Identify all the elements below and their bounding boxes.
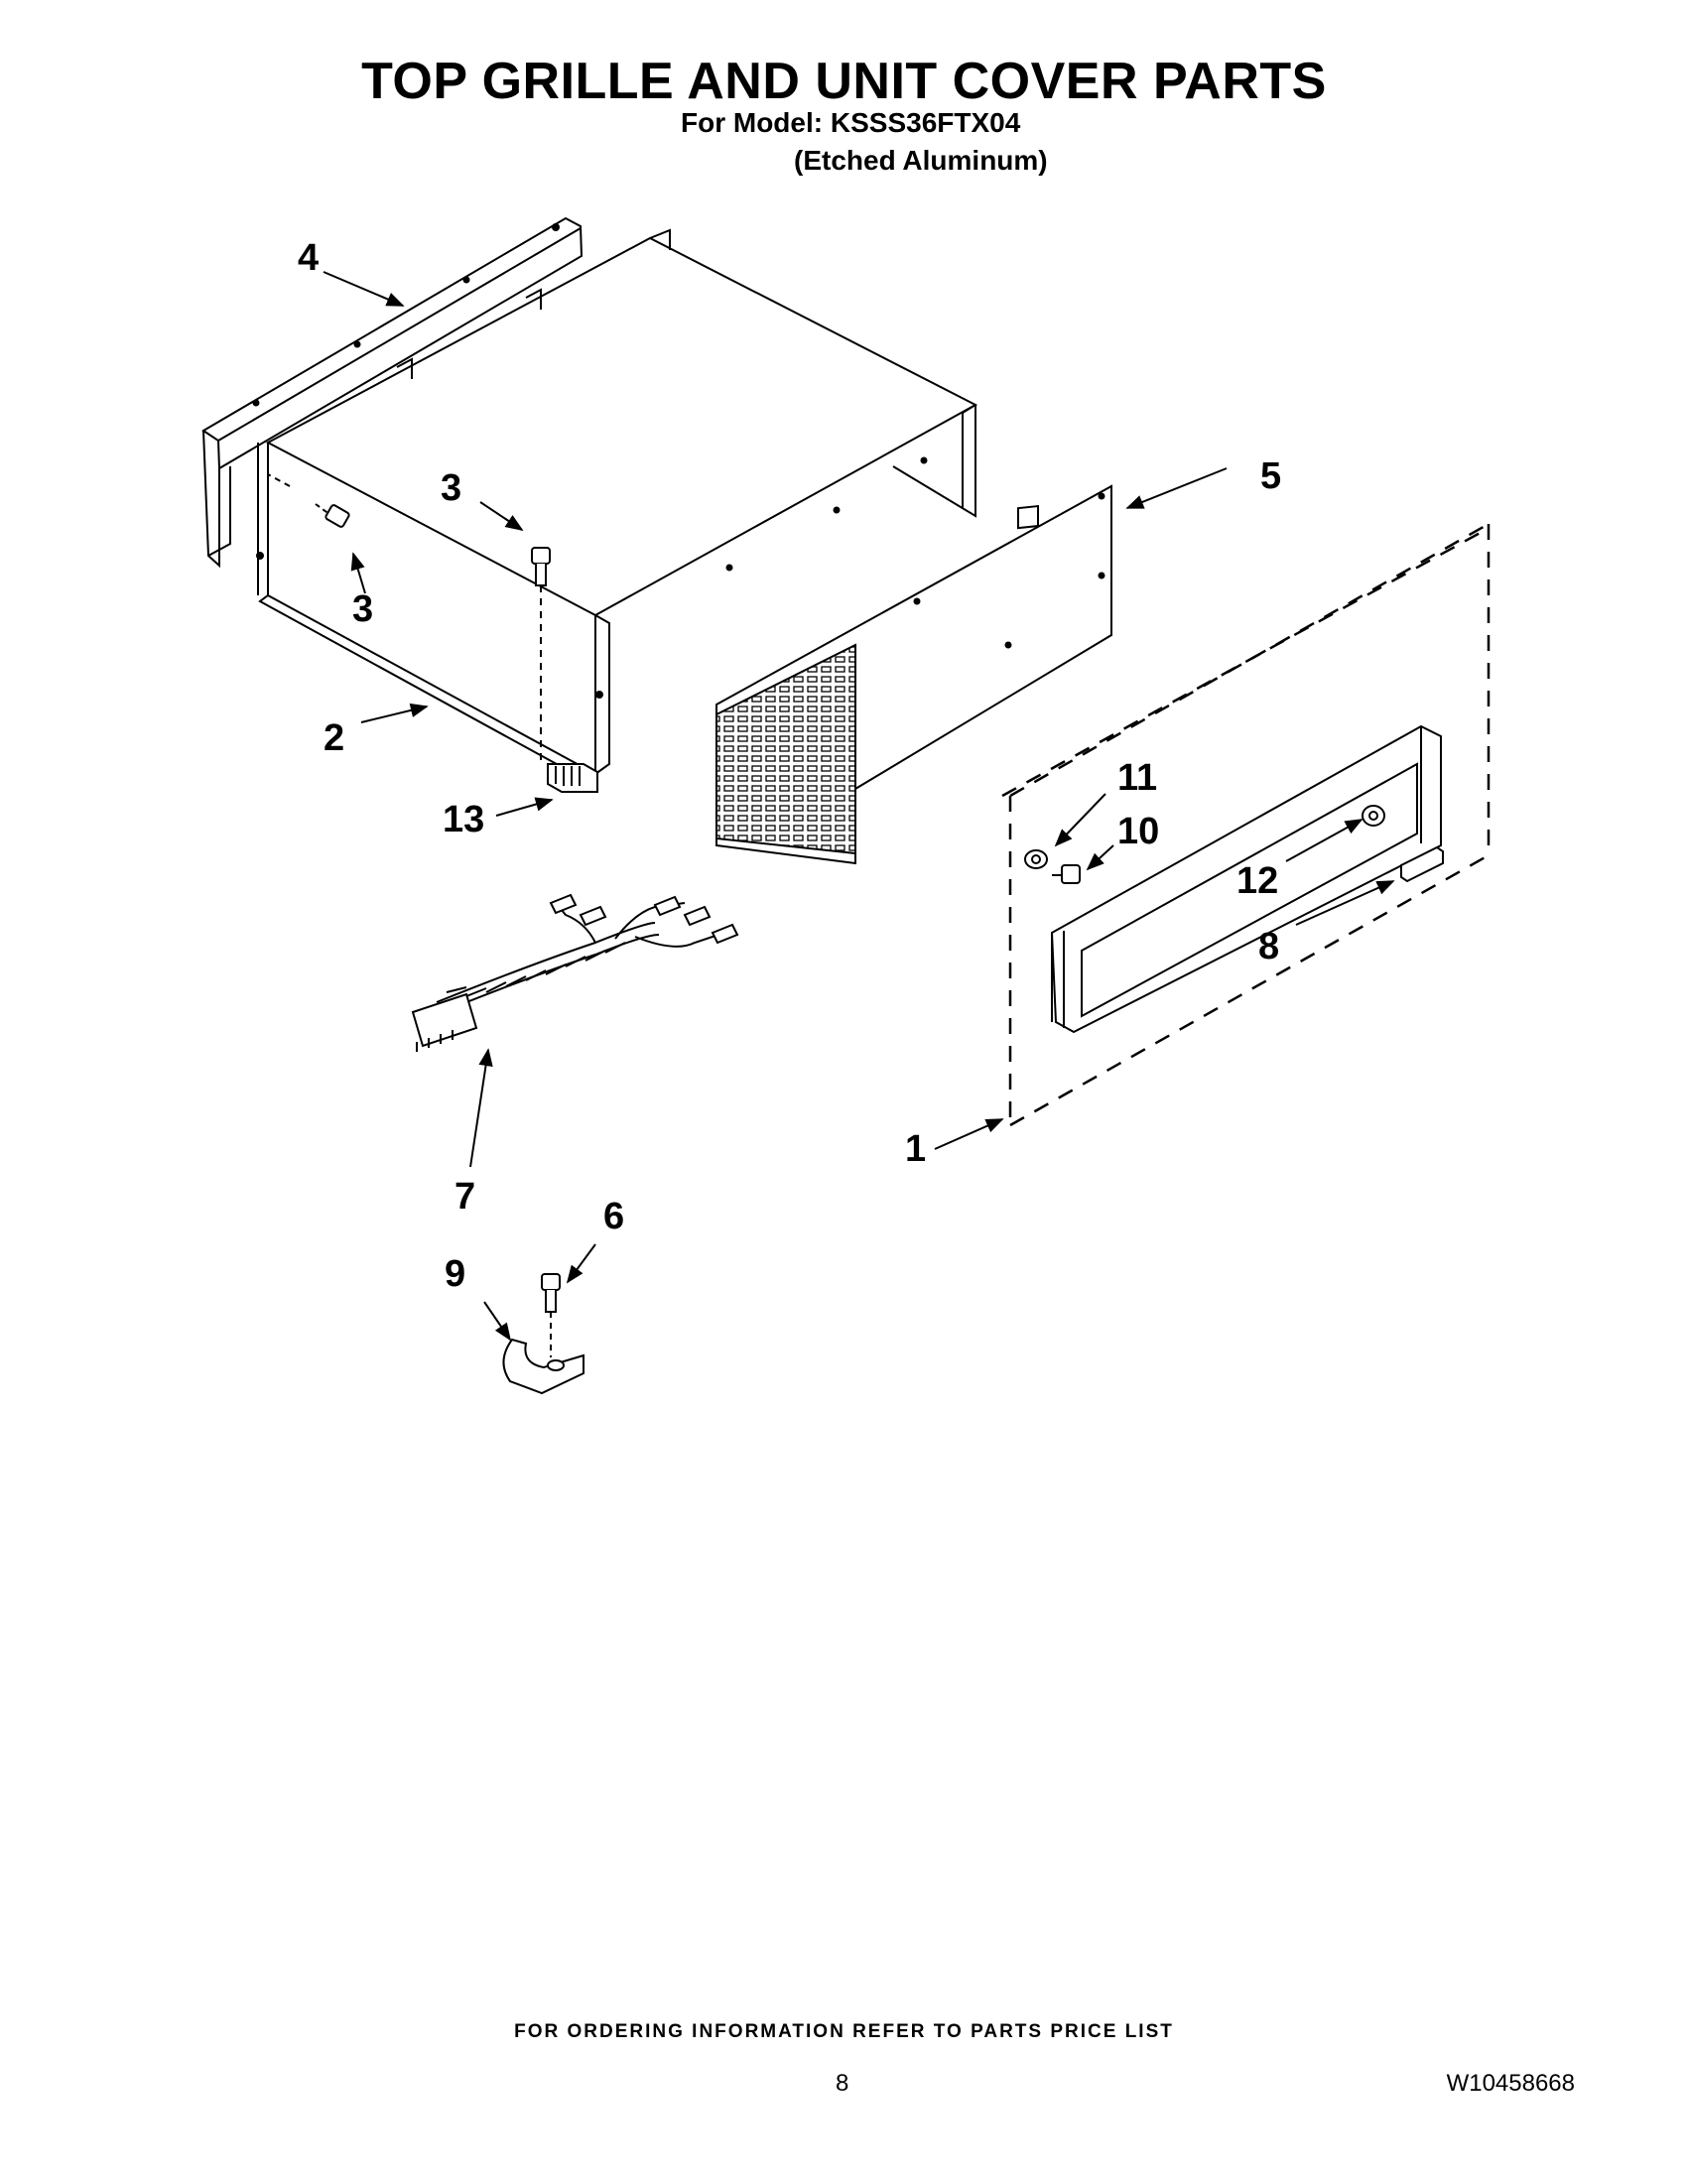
callout-3-top: 3 [441, 467, 461, 509]
callout-3-side: 3 [352, 588, 373, 630]
model-line: For Model: KSSS36FTX04 [681, 107, 1021, 138]
callout-13: 13 [443, 799, 484, 840]
callout-9: 9 [445, 1253, 465, 1295]
callout-7: 7 [454, 1176, 475, 1218]
part-5-grille-panel [715, 484, 1112, 865]
callout-12: 12 [1236, 860, 1278, 902]
callout-11: 11 [1117, 757, 1157, 799]
part-8-trim-frame [1050, 724, 1442, 1034]
leader-arrows [323, 271, 1395, 1342]
part-8-nameplate [1400, 845, 1444, 883]
ordering-note: FOR ORDERING INFORMATION REFER TO PARTS … [514, 2021, 1174, 2042]
part-12-grommet [1362, 805, 1385, 827]
callout-8: 8 [1258, 926, 1279, 967]
part-2-unit-cover [256, 228, 978, 782]
page-title: TOP GRILLE AND UNIT COVER PARTS [361, 53, 1327, 110]
part-3-screw-side [267, 473, 350, 528]
callout-4: 4 [298, 237, 319, 279]
part-10-plug [1052, 864, 1081, 884]
part-9-clamp [502, 1338, 584, 1395]
part-4-rear-bracket [201, 216, 584, 569]
page-number: 8 [836, 2070, 849, 2097]
document-number: W10458668 [1446, 2070, 1575, 2097]
callout-6: 6 [603, 1196, 624, 1237]
finish-line: (Etched Aluminum) [794, 145, 1048, 176]
part-6-screw [541, 1273, 561, 1357]
part-13-clip [547, 763, 598, 793]
part-7-wire-harness [411, 893, 739, 1052]
part-1-assembly-boundary [1008, 522, 1491, 1127]
callout-2: 2 [324, 717, 344, 759]
callout-5: 5 [1260, 455, 1281, 497]
part-3-screw-top [531, 547, 551, 764]
callout-1: 1 [905, 1128, 926, 1170]
part-11-grommet [1024, 849, 1048, 869]
callout-10: 10 [1117, 811, 1159, 852]
part-1-top-boundary [1001, 529, 1485, 798]
